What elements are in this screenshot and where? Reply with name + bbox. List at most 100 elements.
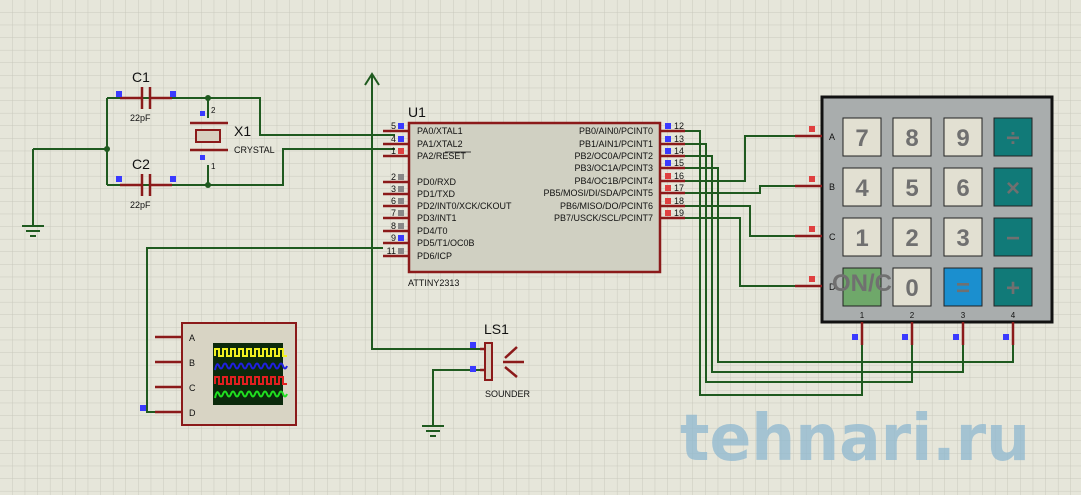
key-12[interactable]: ON/C bbox=[832, 267, 892, 307]
pin-marker bbox=[953, 334, 959, 340]
x1-ref: X1 bbox=[234, 123, 251, 139]
u1-part: ATTINY2313 bbox=[408, 278, 459, 288]
scope-trace bbox=[214, 390, 288, 399]
pin-number: 19 bbox=[674, 208, 684, 218]
pin-number: 9 bbox=[391, 233, 396, 243]
scope-trace bbox=[214, 348, 287, 357]
pin-marker bbox=[665, 198, 671, 204]
capacitor-c1[interactable]: C1 22pF bbox=[116, 69, 176, 123]
ground-symbol bbox=[22, 225, 44, 237]
wire bbox=[685, 135, 795, 182]
key-1[interactable]: 8 bbox=[892, 117, 932, 157]
pin-marker bbox=[398, 210, 404, 216]
pin-name: PA2/RESET bbox=[417, 151, 466, 161]
pin-marker bbox=[665, 173, 671, 179]
pin-name: PD5/T1/OC0B bbox=[417, 238, 475, 248]
pin-marker bbox=[809, 176, 815, 182]
pin-number: 1 bbox=[391, 146, 396, 156]
key-4[interactable]: 4 bbox=[842, 167, 882, 207]
ls1-ref: LS1 bbox=[484, 321, 509, 337]
pin-number: 6 bbox=[391, 196, 396, 206]
pin-marker bbox=[1003, 334, 1009, 340]
key-3[interactable]: ÷ bbox=[993, 117, 1033, 157]
key-2[interactable]: 9 bbox=[943, 117, 983, 157]
pin-marker bbox=[665, 148, 671, 154]
key-6[interactable]: 6 bbox=[943, 167, 983, 207]
key-label: 0 bbox=[905, 275, 918, 302]
key-9[interactable]: 2 bbox=[892, 217, 932, 257]
pin-number: 13 bbox=[674, 134, 684, 144]
key-label: ÷ bbox=[1006, 125, 1019, 152]
ls1-value: SOUNDER bbox=[485, 389, 531, 399]
wire bbox=[685, 217, 795, 287]
pin-marker bbox=[398, 123, 404, 129]
pin-number: 17 bbox=[674, 183, 684, 193]
pin-marker bbox=[398, 198, 404, 204]
pin-marker bbox=[665, 123, 671, 129]
power-terminal bbox=[364, 72, 380, 90]
col-label: 1 bbox=[860, 311, 865, 320]
key-10[interactable]: 3 bbox=[943, 217, 983, 257]
x1-value: CRYSTAL bbox=[234, 145, 275, 155]
pin-marker bbox=[398, 235, 404, 241]
crystal-x1[interactable]: X1 CRYSTAL 2 1 bbox=[190, 106, 275, 171]
pin-number: 4 bbox=[391, 134, 396, 144]
wire bbox=[685, 143, 913, 383]
key-5[interactable]: 5 bbox=[892, 167, 932, 207]
key-13[interactable]: 0 bbox=[892, 267, 932, 307]
pin-name: PD0/RXD bbox=[417, 177, 457, 187]
pin-name: PB2/OC0A/PCINT2 bbox=[574, 151, 653, 161]
scope-channel-label: C bbox=[189, 383, 196, 393]
c1-ref: C1 bbox=[132, 69, 150, 85]
sounder-ls1[interactable]: LS1 SOUNDER bbox=[470, 321, 531, 399]
keypad-wires bbox=[685, 130, 1014, 396]
pin-number: 7 bbox=[391, 208, 396, 218]
key-14[interactable]: = bbox=[943, 267, 983, 307]
watermark: tehnari.ru bbox=[680, 402, 1030, 476]
pin-marker bbox=[398, 186, 404, 192]
power-wire bbox=[371, 90, 480, 350]
wire bbox=[685, 185, 795, 194]
pin-number: 18 bbox=[674, 196, 684, 206]
c2-value: 22pF bbox=[130, 200, 151, 210]
u1-ref: U1 bbox=[408, 104, 426, 120]
pin-name: PB4/OC1B/PCINT4 bbox=[574, 176, 653, 186]
key-0[interactable]: 7 bbox=[842, 117, 882, 157]
key-label: = bbox=[956, 275, 970, 302]
pin-marker bbox=[665, 160, 671, 166]
key-label: 9 bbox=[956, 125, 969, 152]
pin-marker bbox=[852, 334, 858, 340]
pin-number: 12 bbox=[674, 121, 684, 131]
row-label: A bbox=[829, 132, 835, 142]
key-11[interactable]: − bbox=[993, 217, 1033, 257]
key-label: 3 bbox=[956, 225, 969, 252]
key-8[interactable]: 1 bbox=[842, 217, 882, 257]
pin-number: 11 bbox=[387, 246, 396, 256]
key-15[interactable]: + bbox=[993, 267, 1033, 307]
pin-name: PB1/AIN1/PCINT1 bbox=[579, 139, 653, 149]
pin-marker bbox=[665, 136, 671, 142]
pin-marker bbox=[398, 248, 404, 254]
pin-marker bbox=[398, 148, 404, 154]
pin-marker bbox=[665, 210, 671, 216]
col-label: 4 bbox=[1011, 311, 1016, 320]
key-label: × bbox=[1006, 175, 1020, 202]
pin-number: 16 bbox=[674, 171, 684, 181]
pin-marker bbox=[398, 174, 404, 180]
pin-number: 5 bbox=[391, 121, 396, 131]
scope-channel-label: B bbox=[189, 358, 195, 368]
wire bbox=[685, 130, 863, 396]
scope-channel-label: D bbox=[189, 408, 196, 418]
key-7[interactable]: × bbox=[993, 167, 1033, 207]
pin-name: PB0/AIN0/PCINT0 bbox=[579, 126, 653, 136]
pin-number: 3 bbox=[391, 184, 396, 194]
pin-name: PD1/TXD bbox=[417, 189, 456, 199]
pin-name: PA1/XTAL2 bbox=[417, 139, 463, 149]
capacitor-c2[interactable]: C2 22pF bbox=[116, 156, 176, 210]
pin-name: PB7/USCK/SCL/PCINT7 bbox=[554, 213, 653, 223]
